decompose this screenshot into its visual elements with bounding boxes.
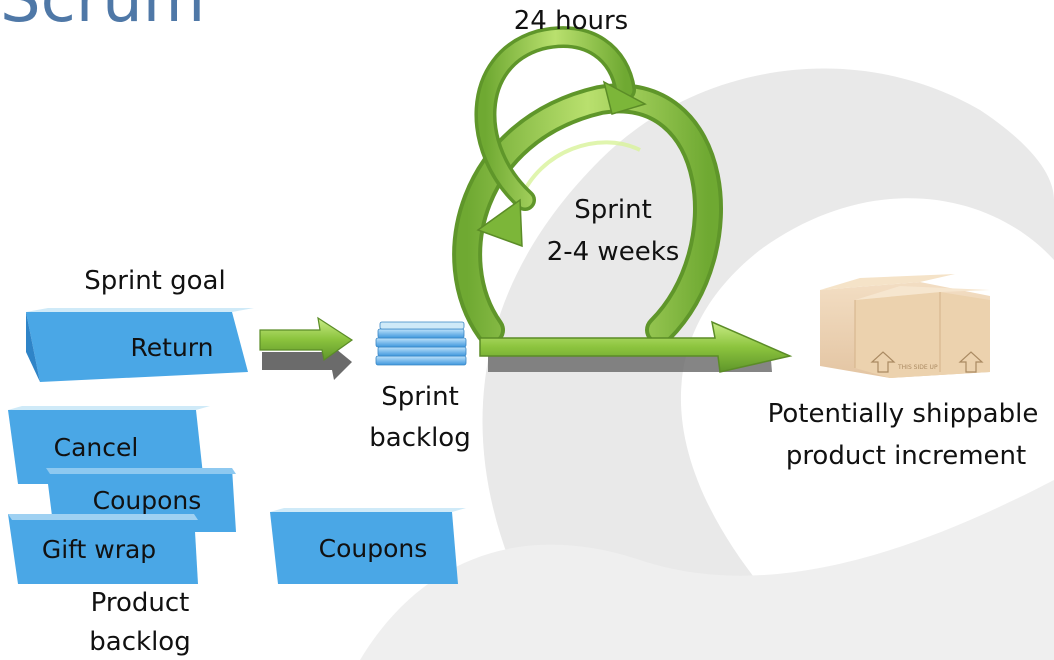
page-title: Scrum	[0, 0, 206, 37]
product-backlog-card-cancel: Cancel	[8, 406, 210, 484]
extra-coupons-card: Coupons	[270, 508, 466, 584]
sprint-backlog-label-2: backlog	[369, 423, 471, 453]
sprint-goal-item: Return	[130, 332, 214, 362]
daily-loop-arrow	[474, 26, 647, 248]
product-backlog-label-2: backlog	[89, 627, 191, 657]
product-backlog-label-1: Product	[90, 588, 190, 618]
sprint-duration-label: 2-4 weeks	[546, 237, 680, 267]
card-shape	[26, 308, 254, 382]
box-print-text: THIS SIDE UP	[897, 364, 938, 371]
daily-cycle-label: 24 hours	[513, 6, 629, 36]
increment-label-1: Potentially shippable	[767, 399, 1039, 429]
extra-coupons-item: Coupons	[318, 533, 428, 563]
goal-to-backlog-arrow	[259, 316, 354, 362]
product-backlog-item: Gift wrap	[41, 534, 157, 564]
product-increment-boxes: THIS SIDE UP	[820, 274, 990, 378]
card-shape	[8, 406, 210, 484]
product-backlog-item: Coupons	[92, 485, 202, 515]
sprint-loop-arrow	[452, 83, 723, 345]
sprint-goal-heading: Sprint goal	[84, 266, 226, 296]
card-shape	[8, 514, 198, 584]
sprint-output-arrow	[479, 320, 793, 373]
increment-label-2: product increment	[785, 441, 1027, 471]
sprint-backlog-stack	[375, 321, 467, 366]
sprint-label: Sprint	[574, 195, 652, 225]
sprint-goal-card: Return	[26, 308, 254, 382]
product-backlog-card-gift-wrap: Gift wrap	[8, 514, 198, 584]
sprint-backlog-label-1: Sprint	[381, 382, 459, 412]
product-backlog-item: Cancel	[53, 432, 139, 462]
card-shape	[270, 508, 466, 584]
